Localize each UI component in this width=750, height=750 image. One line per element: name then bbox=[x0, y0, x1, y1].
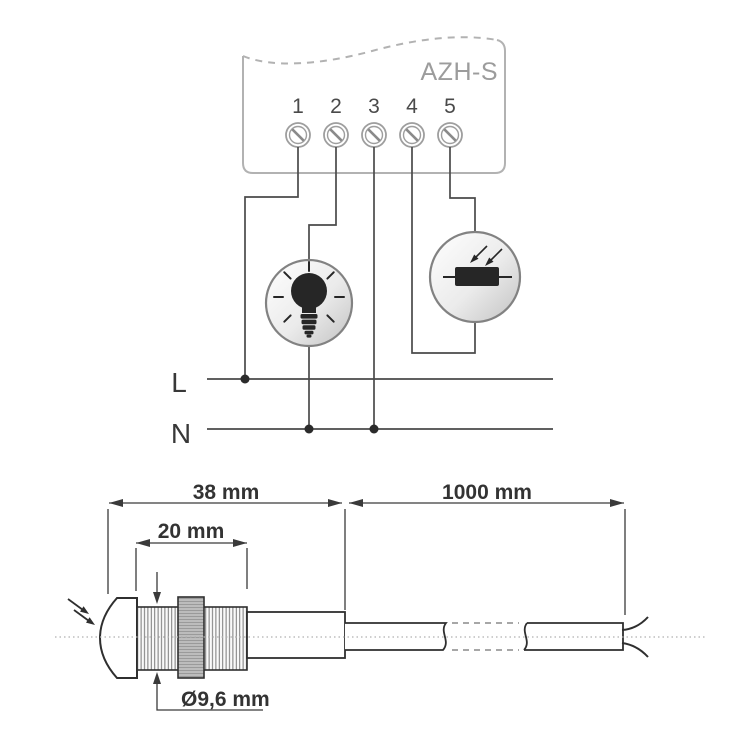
arrowhead-left bbox=[136, 539, 150, 547]
dim-1000mm-label: 1000 mm bbox=[442, 481, 532, 504]
sensor-dimension-drawing: 38 mm 1000 mm 20 mm Ø9,6 mm bbox=[55, 481, 706, 711]
wiring-diagram: AZH-S 1 2 3 bbox=[171, 36, 553, 449]
terminal-number: 3 bbox=[368, 95, 380, 118]
cable-break-dashes bbox=[452, 622, 519, 651]
dimension-1000mm: 1000 mm bbox=[349, 481, 626, 615]
wire-terminal4-to-sensor bbox=[411, 147, 476, 354]
diameter-leader-line bbox=[156, 684, 263, 711]
screw-terminal-icon bbox=[361, 122, 387, 148]
light-rays-icon bbox=[470, 245, 503, 266]
arrowhead-down bbox=[153, 592, 161, 604]
sensor-rear-body bbox=[246, 611, 346, 659]
wire-terminal2-to-lamp bbox=[308, 147, 337, 260]
screw-terminal-icon bbox=[399, 122, 425, 148]
terminal-4: 4 bbox=[399, 95, 425, 148]
junction-dot bbox=[240, 374, 250, 384]
dim-diameter-label: Ø9,6 mm bbox=[181, 688, 270, 711]
device-outline-dashed-top bbox=[242, 36, 498, 65]
terminal-3: 3 bbox=[361, 95, 387, 148]
device-body: AZH-S bbox=[242, 36, 506, 174]
terminal-number: 2 bbox=[330, 95, 342, 118]
screw-terminal-icon bbox=[437, 122, 463, 148]
terminal-number: 4 bbox=[406, 95, 418, 118]
dimension-20mm: 20 mm bbox=[135, 520, 248, 591]
arrowhead-up bbox=[153, 672, 161, 684]
terminal-block: 1 2 3 bbox=[285, 95, 463, 148]
arrowhead-right bbox=[610, 499, 624, 507]
neutral-label: N bbox=[171, 418, 191, 449]
cable-end-wires bbox=[621, 616, 649, 658]
arrowhead-left bbox=[349, 499, 363, 507]
arrowhead-right bbox=[233, 539, 247, 547]
bulb-glyph bbox=[291, 273, 327, 338]
arrowhead-right bbox=[328, 499, 342, 507]
junction-dot bbox=[304, 424, 314, 434]
arrowhead-left bbox=[109, 499, 123, 507]
dimension-38mm: 38 mm bbox=[107, 481, 346, 610]
light-rays-icon bbox=[67, 598, 95, 625]
wire-terminal1-to-L bbox=[244, 147, 299, 379]
wires bbox=[244, 147, 476, 429]
screw-terminal-icon bbox=[285, 122, 311, 148]
device-outline bbox=[242, 39, 506, 174]
photo-sensor-symbol bbox=[428, 230, 522, 324]
junction-dot bbox=[369, 424, 379, 434]
line-label: L bbox=[171, 367, 187, 398]
terminal-5: 5 bbox=[437, 95, 463, 148]
lamp-icon bbox=[273, 261, 345, 323]
screw-terminal-icon bbox=[323, 122, 349, 148]
device-label: AZH-S bbox=[421, 58, 499, 86]
dim-38mm-label: 38 mm bbox=[193, 481, 260, 504]
terminal-number: 1 bbox=[292, 95, 304, 118]
dim-20mm-label: 20 mm bbox=[158, 520, 225, 543]
terminal-1: 1 bbox=[285, 95, 311, 148]
terminal-2: 2 bbox=[323, 95, 349, 148]
cable-segment-1 bbox=[345, 622, 448, 651]
power-rails: L N bbox=[171, 367, 553, 449]
terminal-number: 5 bbox=[444, 95, 456, 118]
dimension-diameter: Ø9,6 mm bbox=[153, 572, 270, 711]
lamp-symbol bbox=[264, 258, 354, 348]
wire-terminal5-to-sensor bbox=[449, 147, 476, 232]
cable-break-edge bbox=[523, 622, 528, 651]
sensor-head-cap bbox=[98, 597, 138, 679]
photoresistor-icon bbox=[443, 245, 512, 286]
